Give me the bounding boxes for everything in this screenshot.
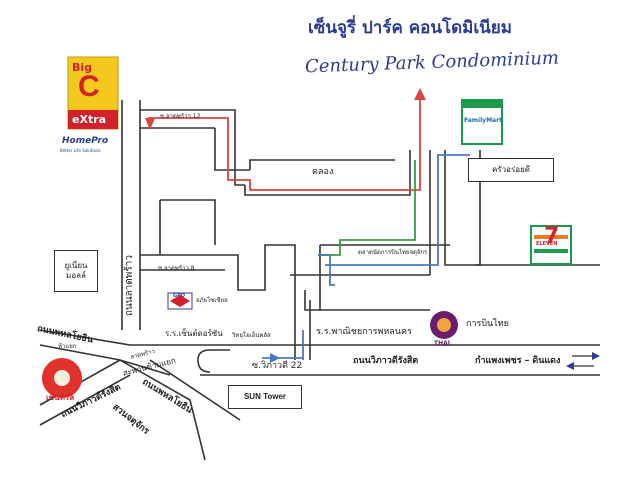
school-sethsiri-label: ร.ร.เซ็นต์ดอร์ซัน bbox=[165, 329, 223, 338]
familymart-label: FamilyMart bbox=[464, 117, 502, 124]
seven-eleven-number: 7 bbox=[544, 224, 560, 249]
gpo-text-label: อภัยโซเชียล bbox=[196, 297, 228, 304]
union-mall-label: ยูเนี่ยน มอลล์ bbox=[64, 261, 88, 280]
bigc-logo-top: Big bbox=[72, 61, 93, 74]
school-commerce-label: ร.ร.พาณิชยการพหลนคร bbox=[316, 327, 412, 337]
seven-eleven-word: ELEVEN bbox=[536, 241, 558, 247]
canal-label: คลอง bbox=[312, 167, 334, 177]
gpo-logo-icon bbox=[167, 292, 193, 310]
sun-tower-label: SUN Tower bbox=[243, 392, 287, 402]
krua-aroi-dee-box: ครัวอร่อยดี bbox=[468, 158, 554, 182]
ha-yaek-label: ห้าแยก bbox=[58, 343, 77, 350]
seven-eleven-logo bbox=[530, 225, 572, 265]
soi-lat-phrao-12-label: ซ.ลาดพร้าว 12 bbox=[160, 113, 201, 120]
thai-logo-label: THAI bbox=[434, 340, 450, 347]
route-green-line bbox=[318, 160, 416, 256]
bigc-logo-letter: C bbox=[78, 70, 100, 103]
arrow-up-red bbox=[414, 88, 426, 100]
arrow-right-blue bbox=[270, 353, 280, 363]
gpo-label: GPO bbox=[173, 293, 186, 299]
union-mall-box: ยูเนี่ยน มอลล์ bbox=[54, 250, 98, 292]
bigc-logo-bottom: eXtra bbox=[72, 113, 107, 126]
lat-phrao-road-label: ถนนลาดพร้าว bbox=[124, 255, 135, 317]
thai-airways-label: การบินไทย bbox=[466, 319, 509, 329]
route-red-line bbox=[148, 95, 421, 191]
vibhavadi-road-label: ถนนวิภาวดีรังสิต bbox=[353, 356, 419, 366]
route-blue-line bbox=[262, 154, 470, 360]
homepro-tagline: Better Life Solutions bbox=[60, 148, 101, 153]
school-wittayu-label: วิทยุโอเอ็นพลัส bbox=[232, 332, 271, 339]
homepro-label: HomePro bbox=[62, 136, 109, 146]
central-star-icon bbox=[42, 358, 82, 398]
bigc-logo bbox=[67, 56, 119, 130]
sun-tower-box: SUN Tower bbox=[228, 385, 302, 409]
familymart-logo bbox=[461, 99, 503, 145]
arrow-down-red bbox=[145, 118, 155, 130]
title-thai: เซ็นจูรี่ ปาร์ค คอนโดมิเนียม bbox=[308, 18, 512, 38]
central-label: เซ็นทรัล bbox=[46, 393, 75, 402]
soi-vibhavadi-22-label: ซ.วิภาวดี 22 bbox=[252, 361, 303, 371]
soi-lat-phrao-8-label: ซ.ลาดพร้าว 8 bbox=[158, 265, 195, 272]
market-label: ตลาดนัดการบินไทยจตุจักร bbox=[358, 249, 428, 256]
kamphaeng-phet-din-daeng-label: กำแพงเพชร – ดินแดง bbox=[475, 356, 561, 366]
krua-aroi-dee-label: ครัวอร่อยดี bbox=[492, 165, 530, 175]
thai-airways-logo-icon bbox=[430, 311, 458, 339]
traffic-arrows bbox=[572, 355, 594, 367]
